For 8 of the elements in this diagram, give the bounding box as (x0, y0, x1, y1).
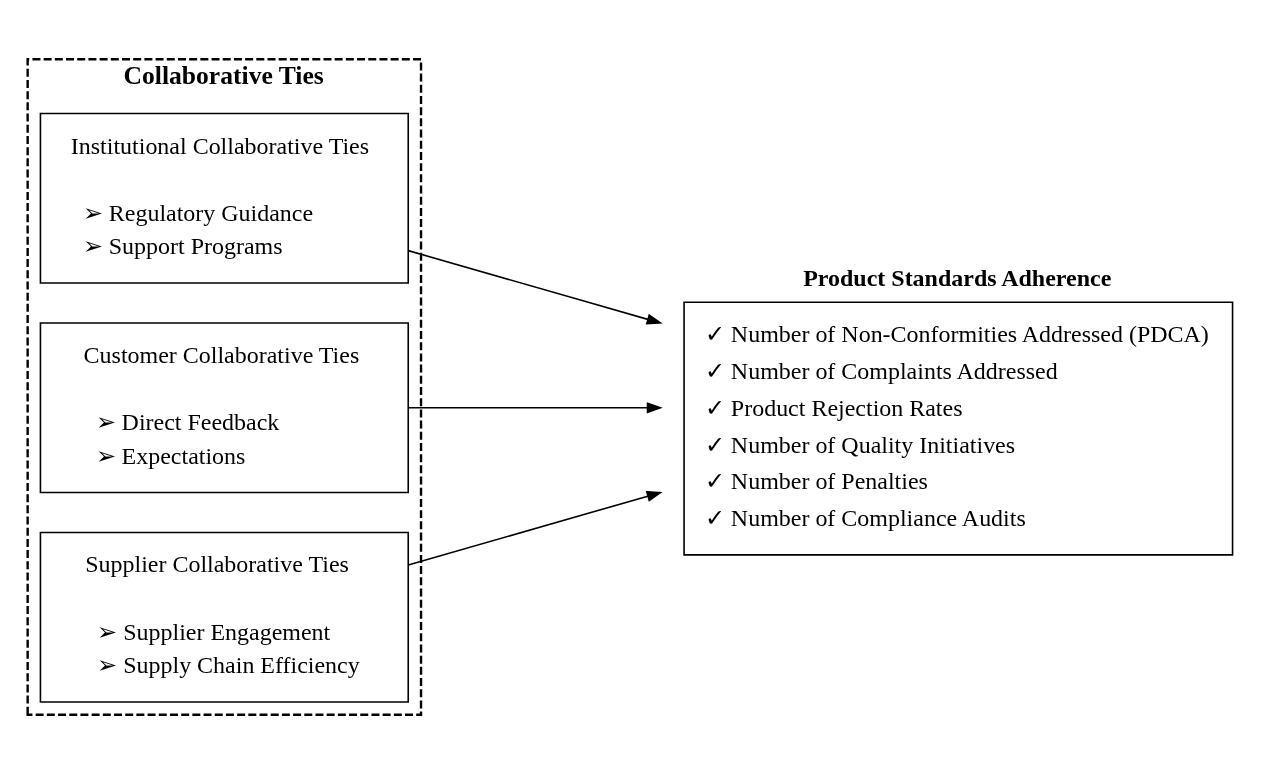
node-box: ✓ Number of Non-Conformities Addressed (PDCA) ✓ Number of Complaints Addressed ✓ Product Rejection Rates ✓ Number of Quality Initiatives ✓ Number of Penalties ✓ Number of Compliance Audits (683, 300, 1234, 556)
arrow (407, 401, 663, 413)
arrow (407, 249, 663, 325)
node-box: Supplier Collaborative Ties ➢ Supplier Engagement ➢ Supply Chain Efficiency (39, 531, 410, 703)
node-label: Product Standards Adherence (803, 264, 1112, 291)
node-box: Customer Collaborative Ties ➢ Direct Feedback ➢ Expectations (39, 321, 410, 493)
node-box: Institutional Collaborative Ties ➢ Regulatory Guidance ➢ Support Programs (39, 112, 410, 284)
arrow (407, 490, 663, 566)
